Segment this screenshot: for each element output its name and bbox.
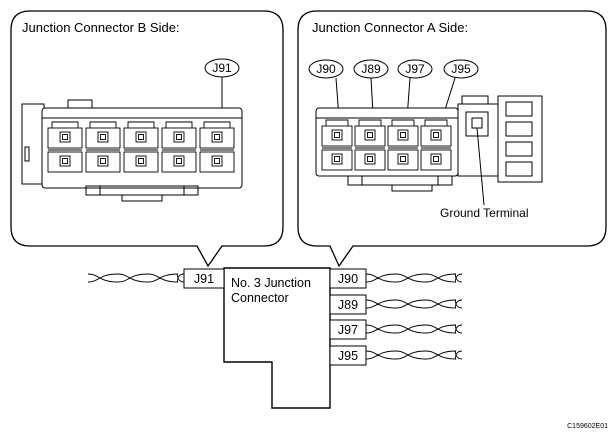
callout-j89-label: J89 <box>361 62 381 76</box>
tag-j89-label: J89 <box>338 298 358 312</box>
callout-j91-b-label: J91 <box>212 61 232 75</box>
tag-j95-label: J95 <box>338 349 358 363</box>
tag-j95 <box>329 345 367 366</box>
tag-j97-label: J97 <box>338 323 358 337</box>
tag-j97 <box>329 319 367 340</box>
callout-j95 <box>443 59 479 79</box>
ground-terminal-label: Ground Terminal <box>440 206 529 220</box>
a-side-terminal-cavities <box>321 119 452 171</box>
callout-j95-label: J95 <box>451 62 471 76</box>
no3-junction-connector-block <box>223 267 331 409</box>
connector-name-line1: No. 3 Junction <box>231 276 311 290</box>
callout-j90-label: J90 <box>316 62 336 76</box>
b-side-connector-body <box>21 99 243 202</box>
tag-j90 <box>329 268 367 289</box>
twisted-wire-pairs <box>87 273 463 360</box>
a-side-title: Junction Connector A Side: <box>312 20 468 35</box>
connector-name-line2: Connector <box>231 291 289 305</box>
callout-j97 <box>397 59 433 79</box>
b-side-title: Junction Connector B Side: <box>22 20 180 35</box>
b-side-terminal-cavities <box>47 121 235 173</box>
a-side-connector-body <box>315 95 543 192</box>
tag-j91 <box>183 268 225 289</box>
ground-terminal-leader <box>476 127 485 206</box>
callout-j90 <box>308 59 344 79</box>
figure-code: C159602E01 <box>567 423 608 430</box>
tag-j89 <box>329 294 367 315</box>
tag-j91-label: J91 <box>194 272 214 286</box>
tag-j90-label: J90 <box>338 272 358 286</box>
callout-j97-label: J97 <box>405 62 425 76</box>
